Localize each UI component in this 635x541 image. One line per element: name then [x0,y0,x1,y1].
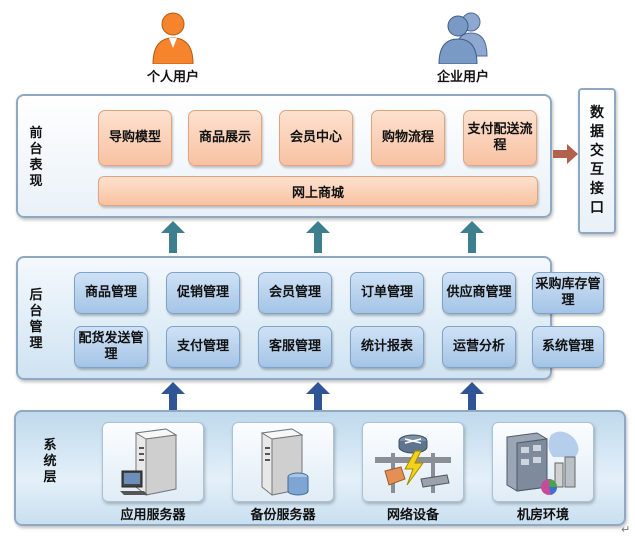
front-layer-panel: 前台表现 导购模型 商品展示 会员中心 购物流程 支付配送流程 网上商城 [16,94,552,218]
data-interface-box: 数据交互接口 [578,88,616,234]
system-layer-label: 系统层 [43,438,57,485]
arrow-up-icon [460,382,484,410]
arrow-up-icon [460,221,484,253]
arrow-right-icon [553,144,578,164]
group-icon [438,12,488,64]
arrow-up-icon [161,221,185,253]
arrow-up-icon [306,221,330,253]
user-individual: 个人用户 [128,12,218,85]
front-layer-label: 前台表现 [29,126,43,189]
front-module-payment-delivery: 支付配送流程 [463,110,537,166]
back-module-product: 商品管理 [74,272,148,314]
back-module-payment: 支付管理 [166,326,240,368]
back-module-system: 系统管理 [532,326,604,368]
network-device-label: 网络设备 [386,508,439,523]
datacenter-icon [506,431,579,495]
backup-server-tile [232,422,334,502]
back-module-statistics: 统计报表 [350,326,424,368]
arrow-up-icon [161,382,185,410]
backup-server-icon [260,428,309,496]
data-interface-label: 数据交互接口 [590,105,604,216]
back-module-promotion: 促销管理 [166,272,240,314]
application-server-tile [102,422,204,502]
datacenter-label: 机房环境 [516,508,569,523]
application-server-icon [120,428,178,496]
arrow-up-icon [306,382,330,410]
system-layer-panel: 系统层 应用服务器 备份服务器 [14,410,626,526]
front-module-member-center: 会员中心 [279,110,353,166]
back-module-customer-service: 客服管理 [258,326,332,368]
backup-server-label: 备份服务器 [250,508,316,523]
front-module-shopping-flow: 购物流程 [371,110,445,166]
back-layer-label: 后台管理 [29,288,43,351]
back-module-operation-analysis: 运营分析 [442,326,516,368]
front-module-guide: 导购模型 [98,110,172,166]
back-layer-panel: 后台管理 商品管理 促销管理 会员管理 订单管理 供应商管理 采购库存管理 配货… [16,256,604,380]
back-module-supplier: 供应商管理 [442,272,516,314]
application-server-label: 应用服务器 [120,508,186,523]
edit-mark: ↵ [621,523,631,536]
back-module-distribution: 配货发送管理 [74,326,148,368]
back-module-member: 会员管理 [258,272,332,314]
user-label-enterprise: 企业用户 [436,70,489,85]
network-device-icon [375,434,451,493]
online-mall-bar: 网上商城 [98,176,538,206]
back-module-purchase-inventory: 采购库存管理 [532,272,604,314]
back-module-order: 订单管理 [350,272,424,314]
network-device-tile [362,422,464,502]
user-label-individual: 个人用户 [146,70,199,85]
datacenter-tile [492,422,594,502]
front-module-product-display: 商品展示 [188,110,262,166]
person-icon [152,12,194,64]
user-enterprise: 企业用户 [418,12,508,85]
